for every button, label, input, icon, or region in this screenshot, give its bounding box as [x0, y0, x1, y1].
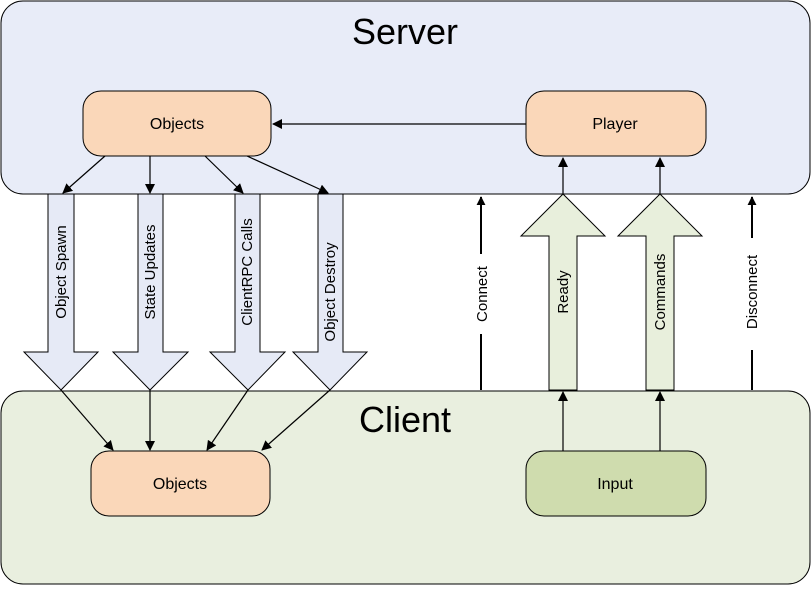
disconnect-label: Disconnect — [744, 254, 761, 329]
player-box: Player — [525, 90, 707, 157]
commands-label: Commands — [652, 254, 669, 331]
client-objects-box: Objects — [90, 450, 271, 517]
spawn-to-client-objects-arrow — [60, 389, 114, 451]
client-zone — [0, 390, 811, 585]
object-destroy-block-arrow — [291, 193, 369, 391]
input-label: Input — [597, 476, 633, 493]
state-updates-label: State Updates — [142, 224, 159, 319]
object-destroy-label: Object Destroy — [322, 242, 339, 342]
connect-label: Connect — [474, 265, 491, 322]
object-spawn-block-arrow — [22, 193, 100, 391]
objects-to-destroy-arrow — [246, 155, 329, 194]
clientrpc-calls-block-arrow — [208, 193, 287, 391]
rpc-to-client-objects-arrow — [206, 389, 249, 451]
input-box: Input — [525, 450, 707, 517]
ready-block-arrow — [519, 193, 607, 391]
server-objects-box: Objects — [82, 90, 272, 157]
clientrpc-calls-label: ClientRPC Calls — [239, 218, 256, 326]
commands-block-arrow — [616, 193, 704, 391]
objects-to-rpc-arrow — [204, 155, 244, 194]
destroy-to-client-objects-arrow — [261, 389, 331, 451]
objects-to-spawn-arrow — [62, 155, 106, 194]
server-title: Server — [352, 11, 458, 52]
client-objects-label: Objects — [153, 476, 207, 493]
object-spawn-label: Object Spawn — [53, 225, 70, 318]
ready-label: Ready — [555, 270, 572, 314]
state-updates-block-arrow — [111, 193, 190, 391]
client-title: Client — [359, 399, 451, 440]
player-label: Player — [592, 116, 638, 133]
server-objects-label: Objects — [150, 116, 204, 133]
